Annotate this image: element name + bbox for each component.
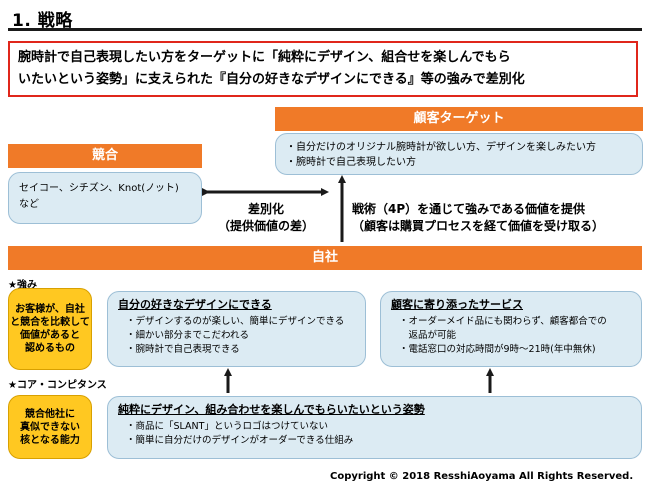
core-competence-box: 純粋にデザイン、組み合わせを楽しんでもらいたいという姿勢 ・商品に「SLANT」…	[107, 396, 642, 459]
strength-item: ・腕時計で自己表現できる	[126, 344, 240, 355]
page-title: 1. 戦略	[12, 11, 73, 31]
strength-box-design: 自分の好きなデザインにできる ・デザインするのが楽しい、簡単にデザインできる ・…	[107, 291, 366, 367]
title-divider	[8, 28, 642, 31]
value-delivery-line-2: （顧客は購買プロセスを経て価値を受け取る）	[352, 219, 605, 233]
strengths-note-line: 価値があると	[19, 330, 80, 341]
target-header: 顧客ターゲット	[275, 107, 643, 131]
strengths-note-line: と競合を比較して	[10, 317, 90, 328]
core-note-line: 競合他社に	[25, 408, 75, 420]
differentiation-label: 差別化 （提供価値の差）	[210, 201, 322, 235]
strength-box-service: 顧客に寄り添ったサービス ・オーダーメイド品にも関わらず、顧客都合での 返品が可…	[380, 291, 642, 367]
differentiation-line-2: （提供価値の差）	[217, 219, 314, 233]
competition-line-1: セイコー、シチズン、Knot(ノット)	[19, 183, 179, 194]
strengths-note-line: お客様が、自社	[15, 304, 85, 315]
core-competence-note: 競合他社に 真似できない 核となる能力	[8, 395, 92, 459]
competition-box: セイコー、シチズン、Knot(ノット) など	[8, 172, 202, 224]
headline-line-1: 腕時計で自己表現したい方をターゲットに「純粋にデザイン、組合せを楽しんでもら	[18, 50, 511, 65]
core-note-line: 真似できない	[20, 421, 80, 433]
strength-item: ・細かい部分までこだわれる	[126, 330, 250, 341]
strengths-note: お客様が、自社 と競合を比較して 価値があると 認めるもの	[8, 288, 92, 370]
value-delivery-line-1: 戦術（4P）を通じて強みである価値を提供	[352, 202, 586, 216]
headline-line-2: いたいという姿勢」に支えられた『自分の好きなデザインにできる』等の強みで差別化	[18, 72, 525, 87]
competition-header: 競合	[8, 144, 202, 168]
copyright-notice: Copyright © 2018 ResshiAoyama All Rights…	[330, 471, 634, 482]
differentiation-line-1: 差別化	[247, 202, 284, 216]
strength-item: 返品が可能	[399, 330, 457, 341]
company-bar: 自社	[8, 246, 642, 270]
target-item: ・自分だけのオリジナル腕時計が欲しい方、デザインを楽しみたい方	[286, 142, 596, 153]
core-heading: 純粋にデザイン、組み合わせを楽しんでもらいたいという姿勢	[118, 403, 425, 416]
strength-item: ・デザインするのが楽しい、簡単にデザインできる	[126, 316, 345, 327]
core-item: ・簡単に自分だけのデザインがオーダーできる仕組み	[126, 435, 354, 446]
value-delivery-label: 戦術（4P）を通じて強みである価値を提供 （顧客は購買プロセスを経て価値を受け取…	[352, 201, 644, 235]
strategy-headline: 腕時計で自己表現したい方をターゲットに「純粋にデザイン、組合せを楽しんでもら い…	[8, 41, 638, 97]
strength-box-heading: 顧客に寄り添ったサービス	[391, 298, 523, 311]
core-competence-label: ★コア・コンピタンス	[8, 380, 107, 391]
target-item: ・腕時計で自己表現したい方	[286, 157, 416, 168]
strengths-label: ★強み	[8, 280, 37, 291]
strength-box-heading: 自分の好きなデザインにできる	[118, 298, 272, 311]
core-note-line: 核となる能力	[20, 434, 80, 446]
core-item: ・商品に「SLANT」というロゴはつけていない	[126, 421, 328, 432]
competition-line-2: など	[19, 199, 39, 210]
target-box: ・自分だけのオリジナル腕時計が欲しい方、デザインを楽しみたい方 ・腕時計で自己表…	[275, 133, 643, 175]
strength-item: ・電話窓口の対応時間が9時～21時(年中無休)	[399, 344, 596, 355]
strength-item: ・オーダーメイド品にも関わらず、顧客都合での	[399, 316, 607, 327]
strengths-note-line: 認めるもの	[24, 343, 75, 354]
